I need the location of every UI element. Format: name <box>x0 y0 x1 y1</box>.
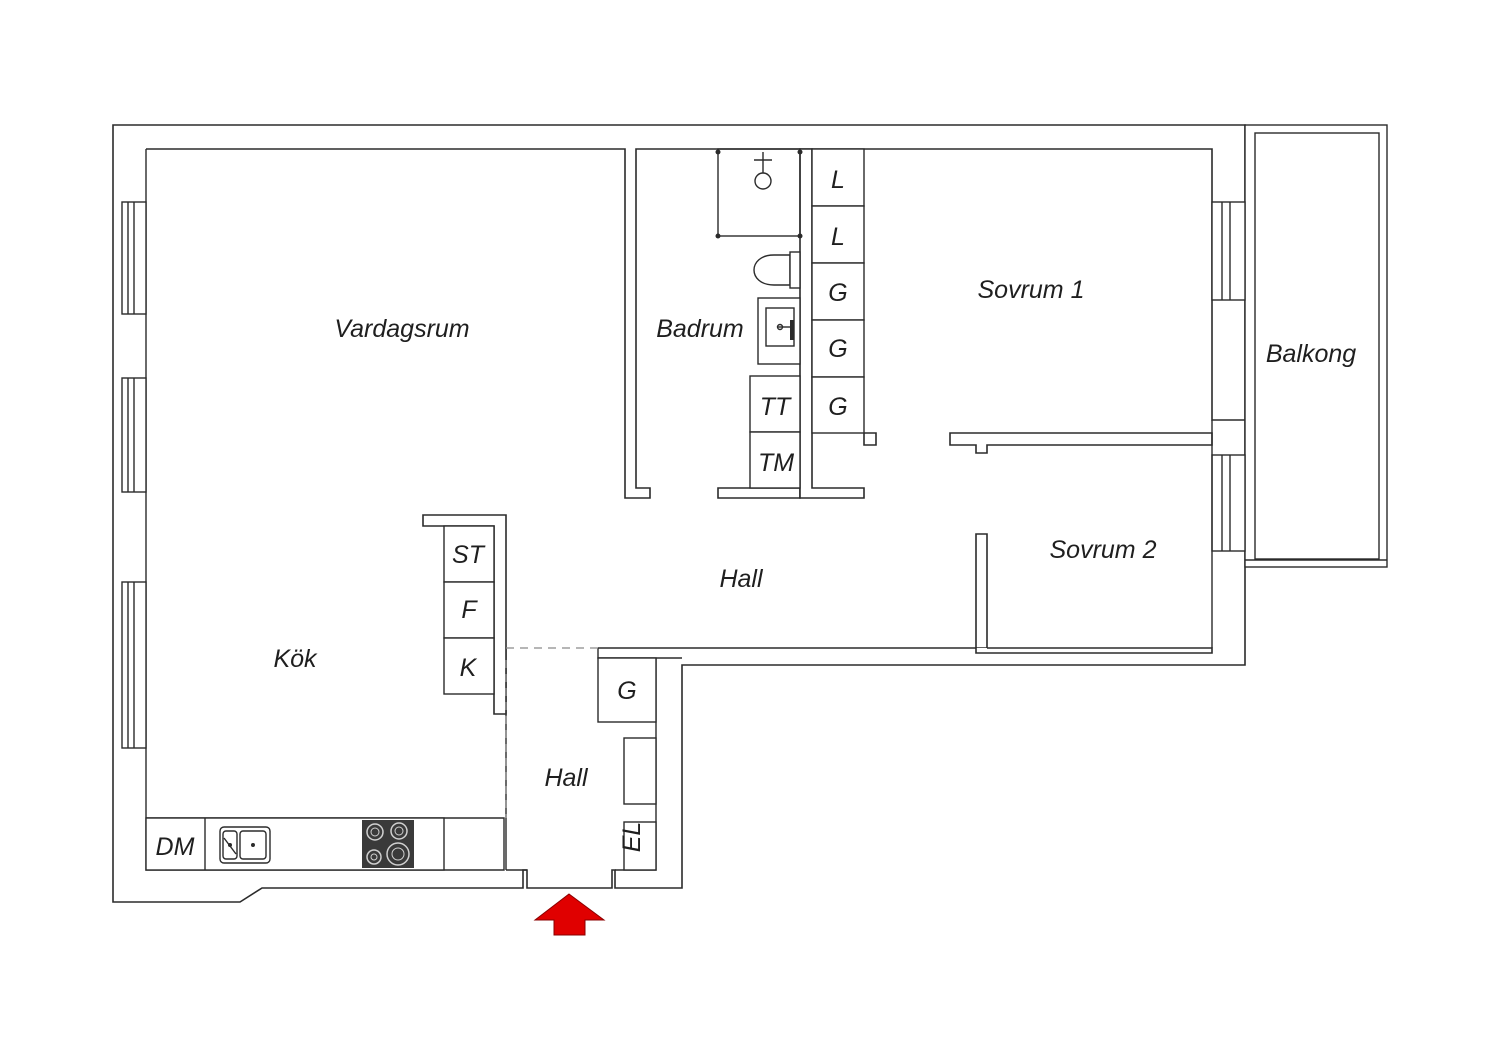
fixture-label-st: ST <box>452 541 486 569</box>
fixture-label-l-2: L <box>831 223 845 251</box>
fixture-label-hall-g: G <box>617 677 636 705</box>
fixture-label-tt: TT <box>760 393 792 421</box>
cabinet-st <box>443 525 495 583</box>
room-label-vardagsrum: Vardagsrum <box>334 315 469 343</box>
windows <box>121 201 1246 749</box>
stove-icon <box>362 820 414 868</box>
room-label-hall: Hall <box>719 565 764 593</box>
entry-hall-fixtures <box>597 657 657 871</box>
cabinet-k <box>443 637 495 695</box>
hall-wardrobe <box>597 657 657 723</box>
wardrobe-g-2 <box>811 319 865 378</box>
kitchen-island-cabinets <box>443 525 495 695</box>
fixture-label-dm: DM <box>156 833 195 861</box>
fixture-label-g-3: G <box>828 393 847 421</box>
washbasin-icon <box>757 297 801 365</box>
electrical-box <box>623 821 657 871</box>
kitchen-counter <box>145 817 445 871</box>
wardrobe-l-2 <box>811 205 865 264</box>
fixture-label-tm: TM <box>758 449 794 477</box>
fixture-label-g-2: G <box>828 335 847 363</box>
shower-icon <box>715 148 803 239</box>
double-sink-icon <box>219 826 271 864</box>
room-label-badrum: Badrum <box>656 315 744 343</box>
fixture-label-l-1: L <box>831 166 845 194</box>
fixture-label-g-1: G <box>828 279 847 307</box>
exterior-walls <box>112 124 1246 903</box>
room-label-balkong: Balkong <box>1266 340 1356 368</box>
cabinet-f <box>443 581 495 639</box>
fixture-label-k: K <box>460 654 478 682</box>
wardrobe-stack <box>811 148 865 434</box>
washing-machine <box>749 431 801 489</box>
fixture-label-f: F <box>461 596 478 624</box>
laundry-appliances <box>749 375 801 489</box>
room-label-kok: Kök <box>273 645 318 673</box>
room-label-entry-hall: Hall <box>544 764 589 792</box>
wardrobe-g-1 <box>811 262 865 321</box>
hall-shelf <box>623 737 657 805</box>
toilet-icon <box>753 251 801 289</box>
wardrobe-g-3 <box>811 376 865 434</box>
room-label-sovrum-1: Sovrum 1 <box>978 276 1085 304</box>
tumble-dryer <box>749 375 801 433</box>
balcony <box>1244 124 1388 568</box>
wardrobe-l-1 <box>811 148 865 207</box>
room-label-sovrum-2: Sovrum 2 <box>1050 536 1157 564</box>
entrance-arrow-icon <box>533 893 606 936</box>
fixture-label-el: EL <box>618 822 646 853</box>
